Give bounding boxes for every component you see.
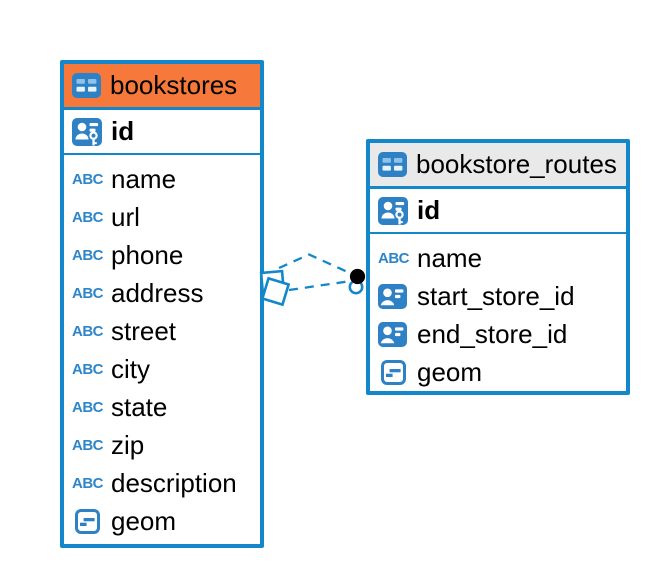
table-bookstores[interactable]: bookstores id ABC name ABC url ABC phone… xyxy=(60,60,264,548)
field-label: name xyxy=(111,163,177,194)
field-row-phone[interactable]: ABC phone xyxy=(64,236,260,274)
foreign-key-icon xyxy=(378,283,408,309)
text-type-icon: ABC xyxy=(72,246,104,264)
field-row-name[interactable]: ABC name xyxy=(64,160,260,198)
field-label: phone xyxy=(111,239,184,270)
field-row-id[interactable]: id xyxy=(370,189,626,234)
field-label: state xyxy=(111,391,168,422)
field-row-end-store-id[interactable]: end_store_id xyxy=(370,315,626,353)
field-label: id xyxy=(417,195,441,225)
field-row-url[interactable]: ABC url xyxy=(64,198,260,236)
field-label: geom xyxy=(111,505,177,536)
text-type-icon: ABC xyxy=(72,322,104,340)
field-row-address[interactable]: ABC address xyxy=(64,274,260,312)
field-label: id xyxy=(111,116,135,146)
field-row-id[interactable]: id xyxy=(64,110,260,155)
text-type-icon: ABC xyxy=(72,208,104,226)
field-list: ABC name start_store_id end_store_id ge xyxy=(370,234,626,391)
field-row-name[interactable]: ABC name xyxy=(370,239,626,277)
text-type-icon: ABC xyxy=(72,398,104,416)
field-label: name xyxy=(417,242,483,273)
field-label: city xyxy=(111,353,150,384)
relationship-endpoint-dot[interactable] xyxy=(348,268,366,295)
geometry-type-icon xyxy=(72,508,102,534)
field-label: street xyxy=(111,315,177,346)
field-row-geom[interactable]: geom xyxy=(64,502,260,540)
table-bookstore-routes[interactable]: bookstore_routes id ABC name start_store… xyxy=(366,139,630,395)
field-label: address xyxy=(111,277,204,308)
table-header-bookstores[interactable]: bookstores xyxy=(64,64,260,110)
text-type-icon: ABC xyxy=(378,249,410,267)
table-icon xyxy=(72,73,101,98)
field-label: start_store_id xyxy=(417,280,575,311)
field-row-city[interactable]: ABC city xyxy=(64,350,260,388)
text-type-icon: ABC xyxy=(72,474,104,492)
table-title: bookstore_routes xyxy=(416,149,617,179)
text-type-icon: ABC xyxy=(72,360,104,378)
relationship-line-elbow xyxy=(278,253,353,276)
text-type-icon: ABC xyxy=(72,284,104,302)
field-row-description[interactable]: ABC description xyxy=(64,464,260,502)
text-type-icon: ABC xyxy=(72,436,104,454)
primary-key-icon xyxy=(378,196,408,225)
primary-key-icon xyxy=(72,117,102,146)
field-row-state[interactable]: ABC state xyxy=(64,388,260,426)
table-header-bookstore-routes[interactable]: bookstore_routes xyxy=(370,143,626,189)
geometry-type-icon xyxy=(378,359,408,385)
table-icon xyxy=(378,152,407,177)
foreign-key-icon xyxy=(378,321,408,347)
field-row-start-store-id[interactable]: start_store_id xyxy=(370,277,626,315)
field-row-street[interactable]: ABC street xyxy=(64,312,260,350)
field-list: ABC name ABC url ABC phone ABC address A… xyxy=(64,155,260,540)
field-label: url xyxy=(111,201,140,232)
table-title: bookstores xyxy=(110,70,238,100)
field-row-zip[interactable]: ABC zip xyxy=(64,426,260,464)
field-label: end_store_id xyxy=(417,318,568,349)
field-label: geom xyxy=(417,356,483,387)
relationship-line-direct xyxy=(288,279,352,292)
field-label: zip xyxy=(111,429,145,460)
field-label: description xyxy=(111,467,237,498)
relationship-links[interactable] xyxy=(278,253,353,292)
relationship-endpoint-squares[interactable] xyxy=(259,269,291,307)
field-row-geom[interactable]: geom xyxy=(370,353,626,391)
text-type-icon: ABC xyxy=(72,170,104,188)
